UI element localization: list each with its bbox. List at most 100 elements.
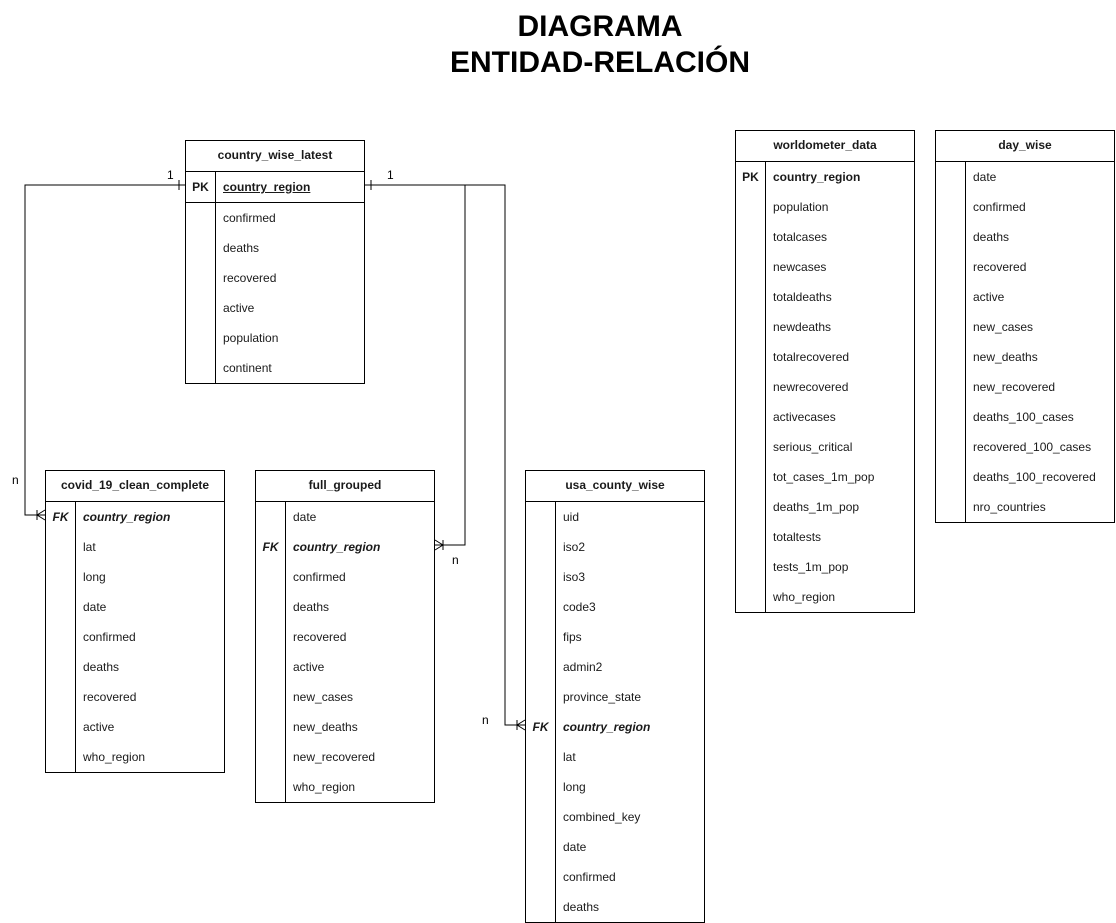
- attribute-row[interactable]: totalrecovered: [736, 342, 914, 372]
- attribute-row[interactable]: iso3: [526, 562, 704, 592]
- attribute-row[interactable]: deaths: [186, 233, 364, 263]
- attribute-row[interactable]: confirmed: [526, 862, 704, 892]
- attribute-row[interactable]: new_cases: [936, 312, 1114, 342]
- attribute-row[interactable]: new_deaths: [936, 342, 1114, 372]
- key-marker: [936, 342, 966, 372]
- attribute-row[interactable]: recovered: [936, 252, 1114, 282]
- attribute-name: active: [293, 660, 325, 674]
- attribute-row[interactable]: recovered: [256, 622, 434, 652]
- attribute-row[interactable]: iso2: [526, 532, 704, 562]
- attribute-row[interactable]: recovered: [46, 682, 224, 712]
- attribute-name: long: [83, 570, 106, 584]
- attribute-row[interactable]: active: [46, 712, 224, 742]
- attribute-row[interactable]: province_state: [526, 682, 704, 712]
- attribute-row[interactable]: nro_countries: [936, 492, 1114, 522]
- attribute-row[interactable]: long: [46, 562, 224, 592]
- attribute-row[interactable]: who_region: [46, 742, 224, 772]
- attribute-row[interactable]: confirmed: [936, 192, 1114, 222]
- attribute-row[interactable]: totaldeaths: [736, 282, 914, 312]
- key-marker: [526, 892, 556, 922]
- attribute-name: new_deaths: [973, 350, 1038, 364]
- attribute-row[interactable]: newrecovered: [736, 372, 914, 402]
- attribute-row[interactable]: active: [936, 282, 1114, 312]
- key-marker: [526, 592, 556, 622]
- attribute-row[interactable]: active: [256, 652, 434, 682]
- attribute-row[interactable]: newcases: [736, 252, 914, 282]
- attribute-name: confirmed: [293, 570, 346, 584]
- attribute-row[interactable]: date: [46, 592, 224, 622]
- attribute-name: new_cases: [973, 320, 1034, 334]
- key-marker: [936, 492, 966, 522]
- attribute-row[interactable]: long: [526, 772, 704, 802]
- attribute-row[interactable]: activecases: [736, 402, 914, 432]
- attribute-row[interactable]: lat: [46, 532, 224, 562]
- attribute-row[interactable]: date: [936, 162, 1114, 192]
- attribute-row[interactable]: who_region: [256, 772, 434, 802]
- attribute-row[interactable]: code3: [526, 592, 704, 622]
- attribute-row[interactable]: uid: [526, 502, 704, 532]
- attribute-row[interactable]: combined_key: [526, 802, 704, 832]
- attribute-row[interactable]: confirmed: [186, 203, 364, 233]
- diagram-title-line1: DIAGRAMA: [517, 10, 683, 43]
- attribute-row[interactable]: date: [256, 502, 434, 532]
- attribute-row[interactable]: deaths: [256, 592, 434, 622]
- attribute-row[interactable]: recovered_100_cases: [936, 432, 1114, 462]
- key-marker: [186, 293, 216, 323]
- attribute-row[interactable]: deaths_1m_pop: [736, 492, 914, 522]
- attribute-row[interactable]: new_recovered: [936, 372, 1114, 402]
- attribute-row[interactable]: date: [526, 832, 704, 862]
- key-marker: [526, 652, 556, 682]
- attribute-row[interactable]: continent: [186, 353, 364, 383]
- attribute-name: recovered: [83, 690, 137, 704]
- attribute-row[interactable]: deaths: [936, 222, 1114, 252]
- key-marker: FK: [46, 502, 76, 532]
- attribute-row[interactable]: population: [736, 192, 914, 222]
- key-marker: [736, 342, 766, 372]
- key-marker: [256, 592, 286, 622]
- attribute-row[interactable]: deaths: [526, 892, 704, 922]
- attribute-row[interactable]: serious_critical: [736, 432, 914, 462]
- attribute-row[interactable]: deaths: [46, 652, 224, 682]
- diagram-title-line2: ENTIDAD-RELACIÓN: [450, 46, 750, 79]
- attribute-row[interactable]: deaths_100_cases: [936, 402, 1114, 432]
- attribute-row[interactable]: recovered: [186, 263, 364, 293]
- attribute-row[interactable]: totalcases: [736, 222, 914, 252]
- key-marker: [526, 562, 556, 592]
- attribute-row[interactable]: tests_1m_pop: [736, 552, 914, 582]
- attribute-row[interactable]: fips: [526, 622, 704, 652]
- key-marker: PK: [736, 162, 766, 192]
- attribute-row[interactable]: lat: [526, 742, 704, 772]
- attribute-row[interactable]: active: [186, 293, 364, 323]
- attribute-row[interactable]: confirmed: [256, 562, 434, 592]
- attribute-row[interactable]: tot_cases_1m_pop: [736, 462, 914, 492]
- attribute-row[interactable]: new_recovered: [256, 742, 434, 772]
- attribute-name: deaths_100_recovered: [973, 470, 1096, 484]
- key-marker: [736, 282, 766, 312]
- key-marker: [736, 252, 766, 282]
- attribute-name: nro_countries: [973, 500, 1046, 514]
- attribute-row[interactable]: who_region: [736, 582, 914, 612]
- attribute-row[interactable]: deaths_100_recovered: [936, 462, 1114, 492]
- cardinality-label: n: [482, 713, 489, 727]
- attribute-name: deaths: [83, 660, 120, 674]
- attribute-row[interactable]: totaltests: [736, 522, 914, 552]
- attribute-row[interactable]: newdeaths: [736, 312, 914, 342]
- attribute-row[interactable]: new_cases: [256, 682, 434, 712]
- attribute-name: country_region: [223, 180, 311, 194]
- attribute-row[interactable]: confirmed: [46, 622, 224, 652]
- many-marker: [516, 719, 526, 731]
- attribute-row[interactable]: admin2: [526, 652, 704, 682]
- attribute-row[interactable]: population: [186, 323, 364, 353]
- attribute-row[interactable]: new_deaths: [256, 712, 434, 742]
